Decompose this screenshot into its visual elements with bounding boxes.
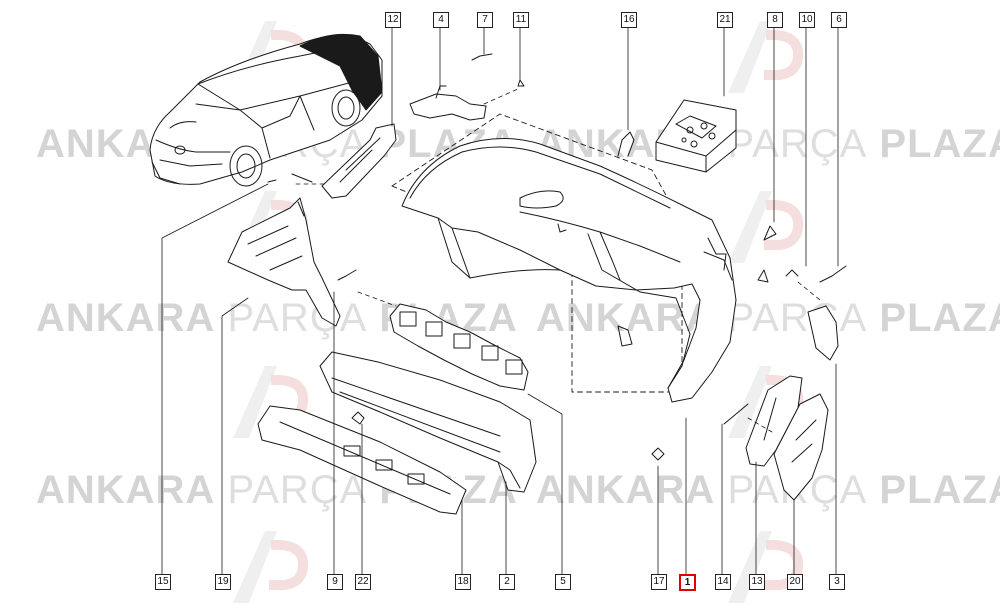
screw [337, 269, 357, 281]
side-bracket [409, 85, 487, 121]
watermark-word: ANKARA [36, 468, 216, 512]
callout-2: 2 [499, 574, 515, 590]
assembly-lines [295, 87, 821, 433]
screw [819, 265, 847, 283]
watermark-word: PARÇA [727, 122, 868, 166]
screw [471, 53, 493, 61]
callout-14: 14 [715, 574, 731, 590]
bumper-cover [401, 138, 737, 403]
callout-1-highlighted[interactable]: 1 [679, 574, 696, 591]
nut [351, 411, 365, 425]
callout-15: 15 [155, 574, 171, 590]
callout-4: 4 [433, 12, 449, 28]
car-thumbnail [149, 33, 383, 187]
watermark-text: ANKARA PARÇA PLAZA [536, 122, 1000, 167]
reinforcement-beam [319, 351, 537, 493]
callout-11: 11 [513, 12, 529, 28]
left-guide-bracket [227, 197, 341, 327]
callout-5: 5 [555, 574, 571, 590]
watermark-word: PLAZA [879, 122, 1000, 166]
callout-22: 22 [355, 574, 371, 590]
callout-8: 8 [767, 12, 783, 28]
callout-19: 19 [215, 574, 231, 590]
upper-left-bracket [267, 123, 397, 199]
callout-10: 10 [799, 12, 815, 28]
fastener-kit-box [655, 99, 737, 173]
callout-20: 20 [787, 574, 803, 590]
wire-clip [617, 131, 635, 157]
watermark-word: PARÇA [227, 468, 368, 512]
screw [723, 403, 749, 425]
clip [757, 269, 769, 283]
right-side-brackets [745, 305, 839, 501]
watermark-logo [728, 21, 804, 93]
callout-13: 13 [749, 574, 765, 590]
watermark-text: ANKARA PARÇA PLAZA [536, 296, 1000, 341]
callout-3: 3 [829, 574, 845, 590]
leader-lines [161, 25, 839, 581]
callout-16: 16 [621, 12, 637, 28]
callout-21: 21 [717, 12, 733, 28]
callout-9: 9 [327, 574, 343, 590]
watermark-logo [233, 531, 309, 603]
watermark-word: ANKARA [536, 468, 716, 512]
callout-7: 7 [477, 12, 493, 28]
watermark-logo [728, 531, 804, 603]
watermark-word: PARÇA [727, 296, 868, 340]
callout-18: 18 [455, 574, 471, 590]
watermark-word: ANKARA [36, 296, 216, 340]
watermark-word: PLAZA [879, 296, 1000, 340]
watermark-logo [728, 191, 804, 263]
screw [651, 447, 665, 461]
screw [517, 79, 525, 87]
clip [763, 225, 777, 241]
screw [785, 269, 799, 277]
watermark-word: PLAZA [879, 468, 1000, 512]
watermark-word: PARÇA [227, 296, 368, 340]
callout-12: 12 [385, 12, 401, 28]
watermark-word: ANKARA [536, 296, 716, 340]
callout-6: 6 [831, 12, 847, 28]
energy-absorber [389, 303, 529, 391]
callout-17: 17 [651, 574, 667, 590]
